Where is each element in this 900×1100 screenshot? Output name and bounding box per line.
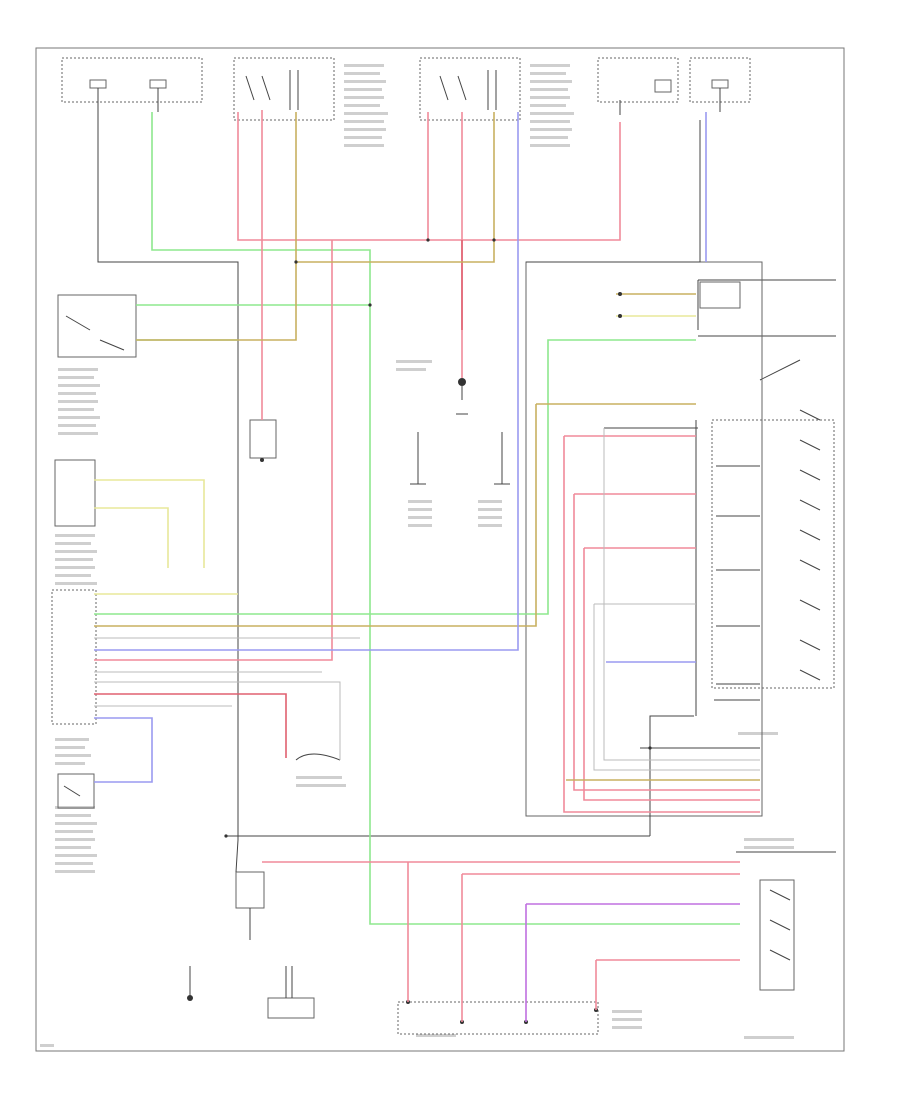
ground-points-center xyxy=(410,432,510,485)
bottom-grounds xyxy=(187,966,315,1019)
blower-switch-small xyxy=(57,773,95,809)
black-wires xyxy=(97,112,760,873)
condenser-fan-relay xyxy=(419,57,521,121)
top-right-fuse-block xyxy=(597,57,751,115)
dual-pressure-switch xyxy=(57,294,137,358)
connector-dots xyxy=(224,238,652,838)
ac-compressor-relay xyxy=(233,57,335,121)
blower-motor xyxy=(235,871,265,940)
blower-switch-box xyxy=(525,261,763,817)
engine-control-module xyxy=(51,459,97,725)
blower-resistor xyxy=(397,1000,599,1035)
top-left-fuse-block xyxy=(61,57,203,112)
compressor-thermal-protector xyxy=(295,753,341,761)
yellow-wires xyxy=(94,315,696,595)
dark-red-wires xyxy=(94,240,463,758)
gray-wires xyxy=(94,428,760,771)
olive-wires xyxy=(94,112,760,781)
condenser-fan-motor xyxy=(456,378,468,415)
hvac-control-panel xyxy=(697,279,836,689)
purple-wires xyxy=(525,903,740,1022)
ac-compressor-clutch xyxy=(249,419,277,462)
mode-actuator xyxy=(736,851,836,991)
red-wires xyxy=(94,110,760,1022)
label-blocks xyxy=(40,64,794,1047)
outer-frame xyxy=(35,47,845,1052)
blue-wires xyxy=(94,112,707,783)
